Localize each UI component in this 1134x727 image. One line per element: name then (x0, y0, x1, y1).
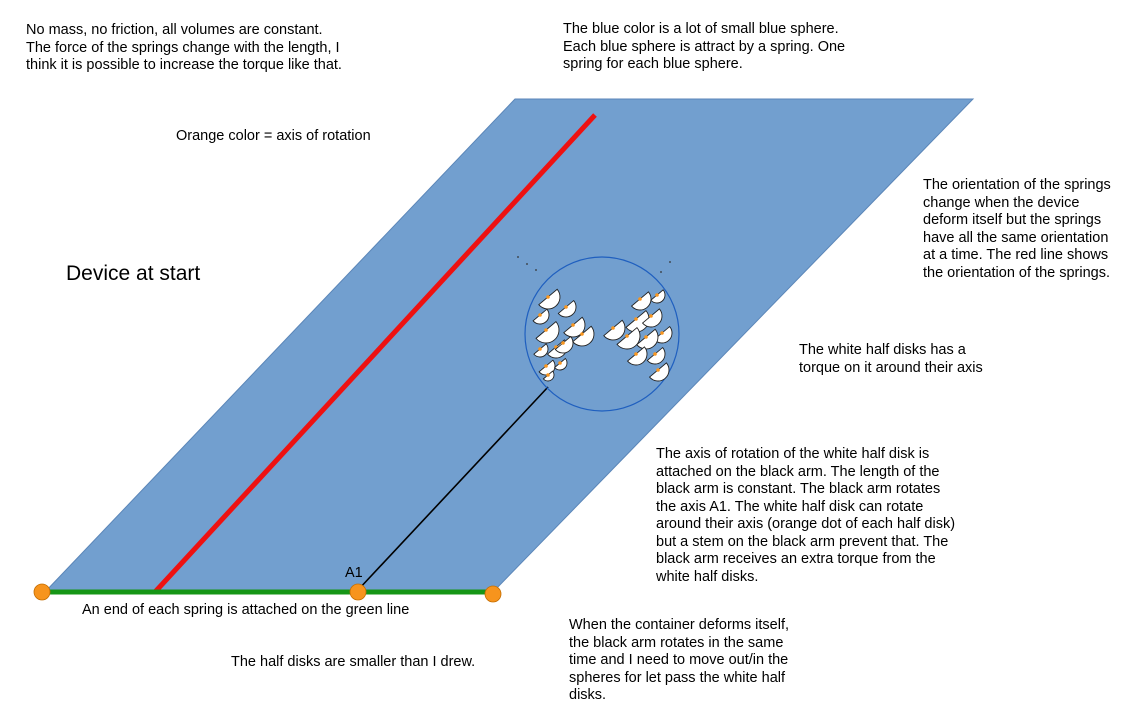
note-line: think it is possible to increase the tor… (26, 57, 342, 73)
half-disk-axis-dot (544, 328, 548, 332)
note-line: at a time. The red line shows (923, 247, 1109, 263)
half-disk (636, 328, 659, 350)
note-line: Each blue sphere is attract by a spring.… (563, 38, 846, 55)
half-disk-axis-dot (546, 373, 550, 377)
half-disk-axis-dot (538, 313, 542, 317)
half-disk (616, 327, 641, 350)
note-line: spring for each blue sphere. (563, 56, 743, 72)
half-disk-group (532, 288, 673, 382)
half-disk (532, 308, 550, 325)
note-black-arm: The axis of rotation of the white half d… (656, 446, 955, 586)
half-disk (535, 321, 560, 344)
half-disk (648, 362, 670, 382)
half-disk-axis-dot (546, 295, 550, 299)
half-disk-axis-dot (611, 326, 615, 330)
black-arm (357, 386, 549, 591)
note-line: The white half disks has a (799, 342, 966, 358)
note-line: attached on the black arm. The length of… (656, 463, 940, 480)
note-line: torque on it around their axis (799, 359, 983, 376)
half-disk-circle (524, 256, 680, 412)
note-assumptions: No mass, no friction, all volumes are co… (26, 22, 342, 75)
half-disk-axis-dot (649, 314, 653, 318)
note-line: spheres for let pass the white half (569, 669, 786, 686)
note-line: No mass, no friction, all volumes are co… (26, 22, 323, 38)
note-line: but a stem on the black arm prevent that… (656, 533, 949, 550)
half-disk-axis-dot (571, 323, 575, 327)
note-line: The blue color is a lot of small blue sp… (563, 21, 839, 37)
half-disk (646, 346, 666, 365)
half-disk-axis-dot (634, 352, 638, 356)
half-disk (603, 319, 626, 341)
note-line: time and I need to move out/in the (569, 652, 789, 668)
spring-orientation-red-line (153, 113, 597, 594)
note-line: black arm is constant. The black arm rot… (656, 481, 941, 497)
note-line: disks. (569, 687, 607, 703)
half-disk (630, 291, 652, 311)
note-line: deform itself but the springs (923, 212, 1102, 228)
note-line: Orange color = axis of rotation (176, 128, 371, 144)
half-disk-axis-dot (558, 361, 562, 365)
half-disk-axis-dot (634, 317, 638, 321)
note-line: white half disks. (656, 568, 759, 585)
half-disk-axis-dot (561, 341, 565, 345)
half-disk-axis-dot (644, 335, 648, 339)
half-disk-axis-dot (653, 352, 657, 356)
half-disk (554, 335, 574, 354)
half-disk-axis-dot (655, 293, 659, 297)
note-line: An end of each spring is attached on the… (82, 602, 410, 618)
half-disk-axis-dot (544, 364, 548, 368)
note-half-disk-size: The half disks are smaller than I drew. (231, 654, 475, 672)
note-line: have all the same orientation (923, 229, 1109, 246)
axis-dot-left (33, 583, 51, 601)
half-disk (626, 346, 648, 366)
axis-dot-a1 (349, 583, 367, 601)
note-blue-spheres: The blue color is a lot of small blue sp… (563, 21, 845, 74)
half-disk (572, 325, 595, 347)
half-disk-axis-dot (660, 331, 664, 335)
axis-dot-right (484, 585, 502, 603)
note-line: When the container deforms itself, (569, 617, 790, 633)
half-disk (557, 299, 577, 318)
half-disk-axis-dot (656, 368, 660, 372)
note-green-line: An end of each spring is attached on the… (82, 602, 409, 620)
note-line: the orientation of the springs. (923, 264, 1111, 281)
note-line: change when the device (923, 194, 1080, 211)
note-container-deform: When the container deforms itself,the bl… (569, 617, 789, 705)
note-line: black arm receives an extra torque from … (656, 551, 936, 567)
container-parallelogram (43, 98, 975, 593)
note-line: The force of the springs change with the… (26, 39, 340, 56)
note-line: the black arm rotates in the same (569, 634, 784, 651)
diagram-title: Device at start (66, 262, 201, 285)
note-line: around their axis (orange dot of each ha… (656, 516, 956, 532)
circle-dots (517, 256, 671, 273)
half-disk-axis-dot (564, 305, 568, 309)
half-disk-axis-dot (580, 332, 584, 336)
note-line: The orientation of the springs (923, 177, 1111, 193)
a1-label: A1 (345, 565, 363, 581)
note-line: The half disks are smaller than I drew. (231, 654, 476, 670)
half-disk (538, 288, 561, 310)
note-orange-axis: Orange color = axis of rotation (176, 128, 371, 146)
note-line: The axis of rotation of the white half d… (656, 446, 930, 462)
half-disk (641, 308, 663, 328)
half-disk-axis-dot (638, 297, 642, 301)
half-disk-axis-dot (538, 347, 542, 351)
half-disk (625, 310, 650, 333)
half-disk-axis-dot (625, 334, 629, 338)
note-line: the axis A1. The white half disk can rot… (656, 498, 924, 515)
